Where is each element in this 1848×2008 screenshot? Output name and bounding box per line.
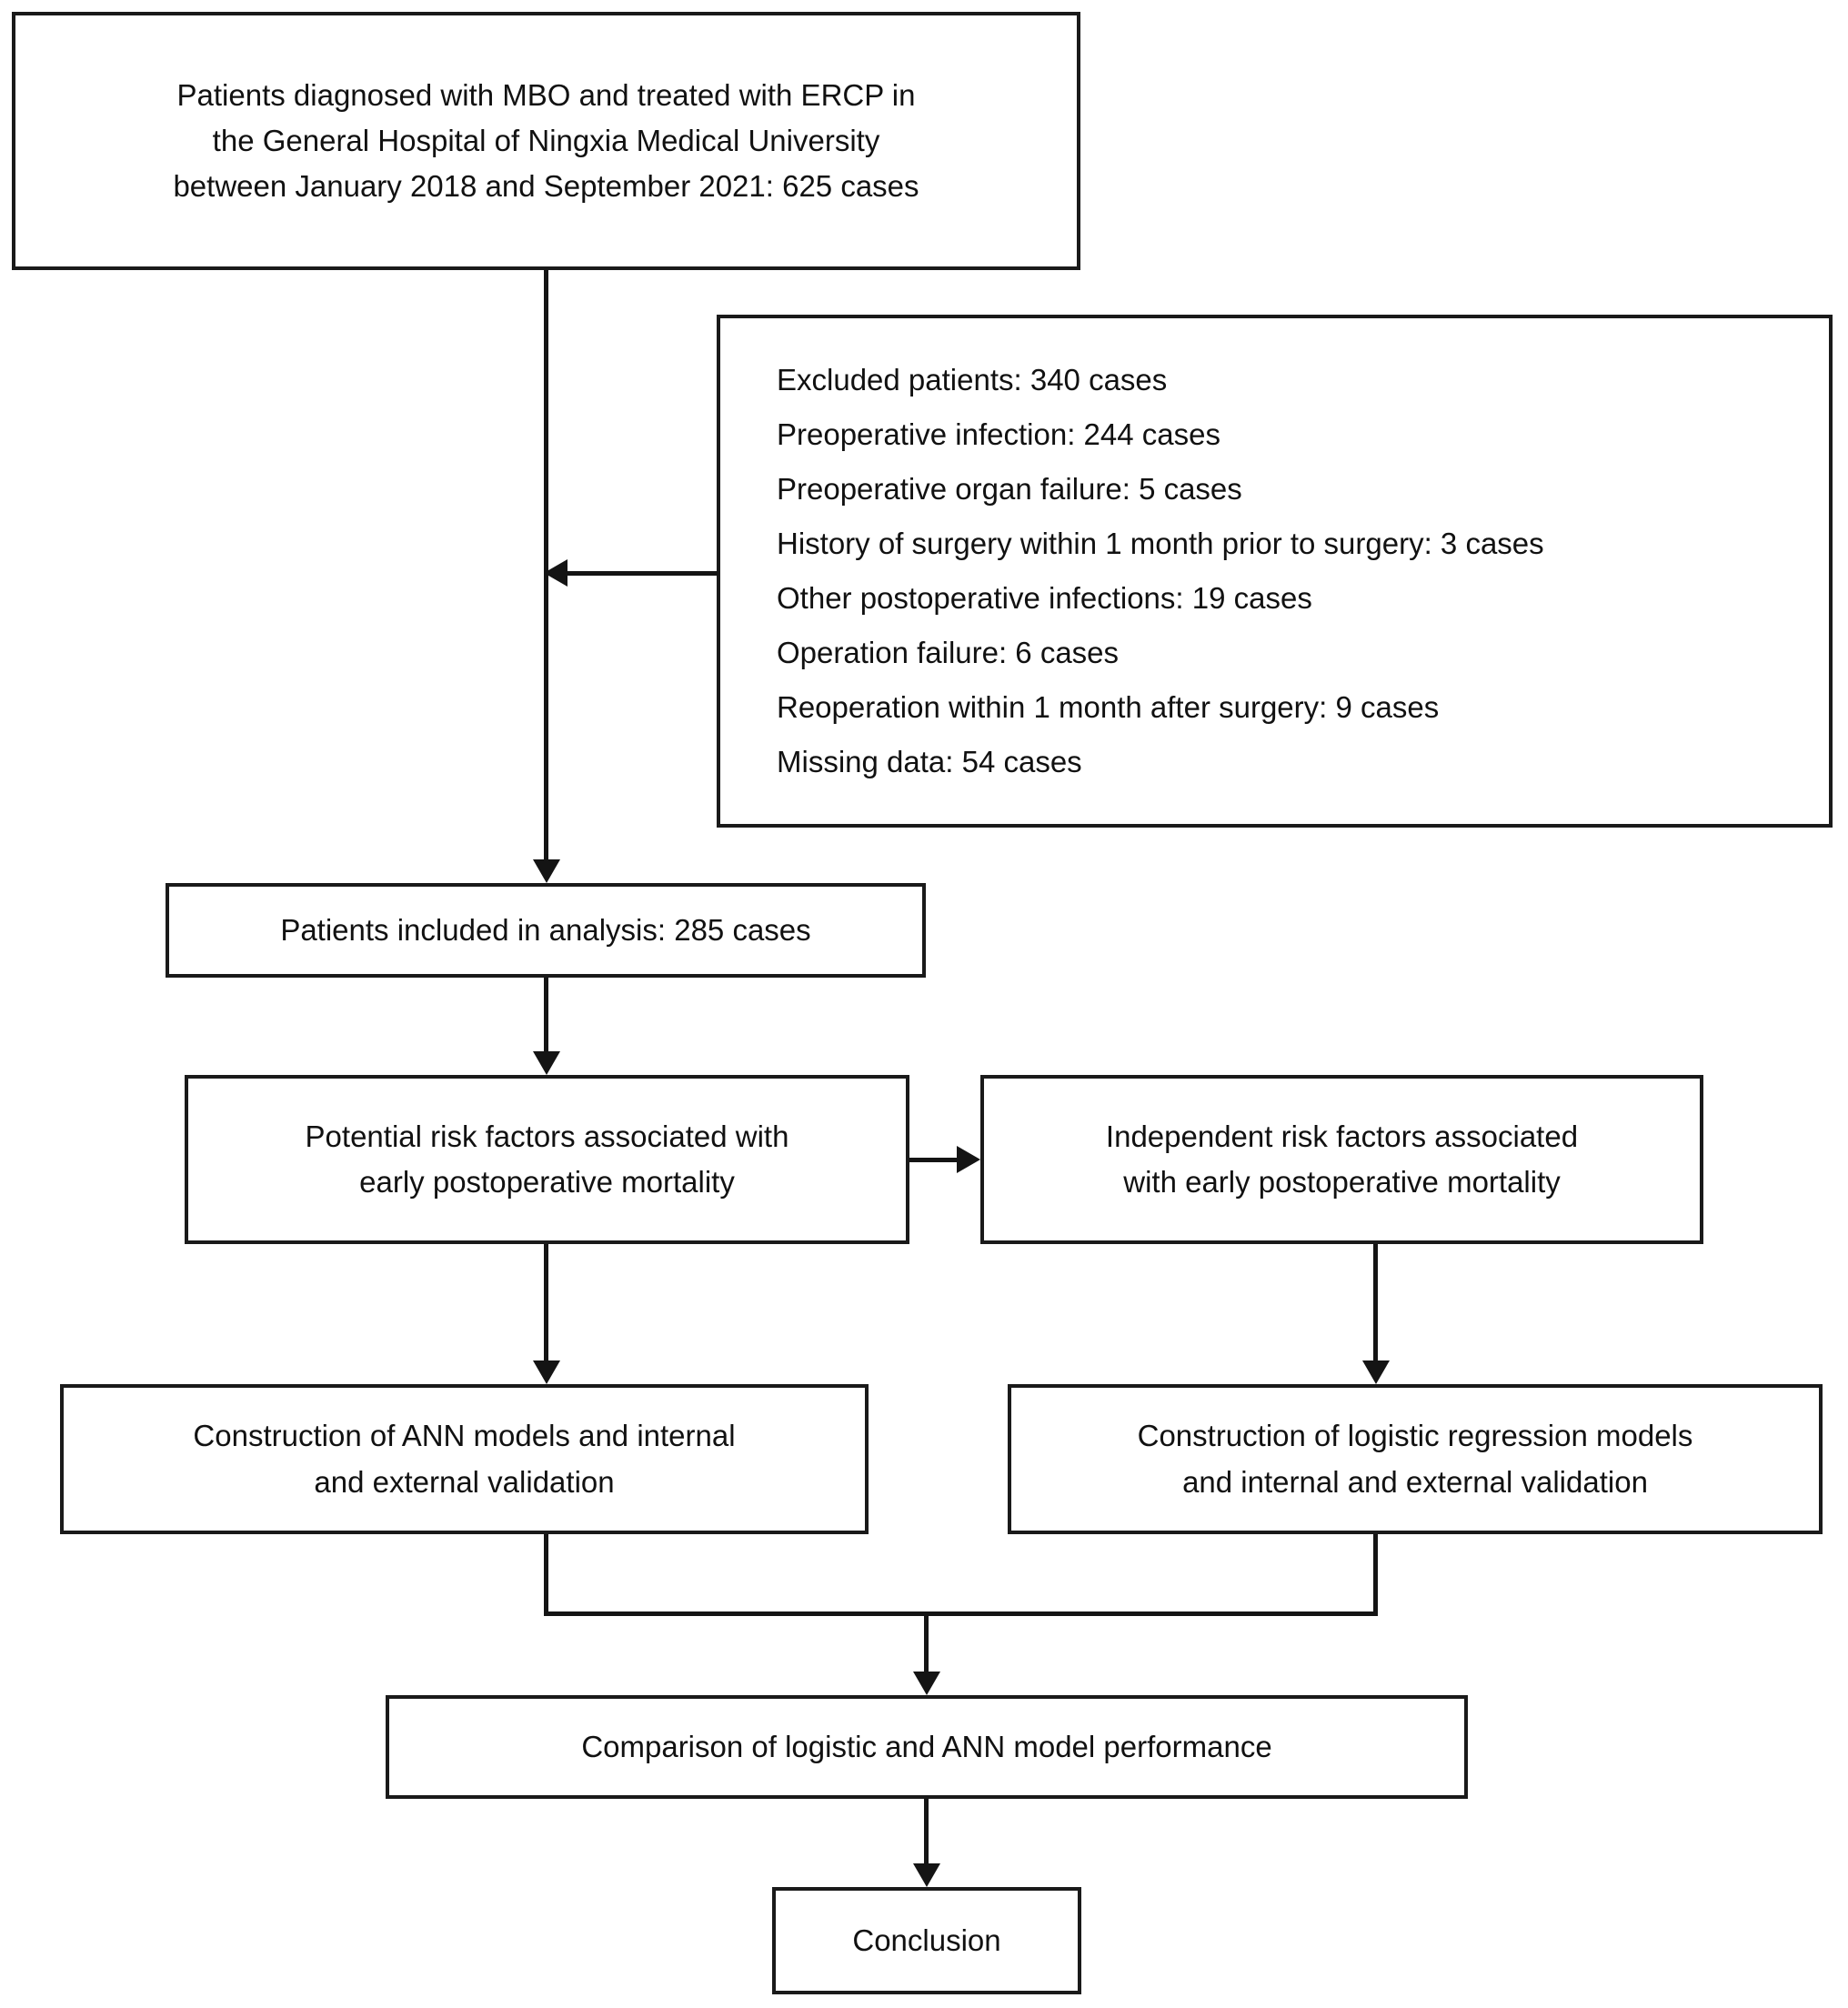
node-logistic-models-line-2: and internal and external validation <box>1182 1464 1648 1499</box>
node-model-comparison-line-1: Comparison of logistic and ANN model per… <box>581 1729 1272 1763</box>
node-excluded-patients-text: Excluded patients: 340 cases Preoperativ… <box>777 353 1816 789</box>
node-patients-included: Patients included in analysis: 285 cases <box>166 883 926 978</box>
edge-comparison-to-conclusion-line <box>924 1799 929 1863</box>
edge-merge-to-comparison-line <box>924 1611 929 1672</box>
node-patients-included-text: Patients included in analysis: 285 cases <box>182 908 909 953</box>
node-conclusion-line-1: Conclusion <box>852 1923 1001 1957</box>
node-conclusion: Conclusion <box>772 1887 1081 1994</box>
exclusion-line-total: Excluded patients: 340 cases <box>777 362 1168 397</box>
exclusion-line-preop-organ-failure: Preoperative organ failure: 5 cases <box>777 471 1242 506</box>
exclusion-line-operation-failure: Operation failure: 6 cases <box>777 636 1120 670</box>
node-logistic-model-construction: Construction of logistic regression mode… <box>1008 1384 1823 1534</box>
node-logistic-model-construction-text: Construction of logistic regression mode… <box>1024 1413 1806 1504</box>
node-potential-risk-factors: Potential risk factors associated with e… <box>185 1075 909 1244</box>
node-independent-risk-line-2: with early postoperative mortality <box>1123 1165 1561 1199</box>
edge-potential-to-ann-line <box>544 1244 548 1360</box>
edge-merge-bar <box>544 1611 1378 1616</box>
node-source-cohort-text: Patients diagnosed with MBO and treated … <box>28 73 1064 209</box>
node-ann-models-line-2: and external validation <box>314 1464 615 1499</box>
edge-ann-to-merge-line <box>544 1534 548 1616</box>
node-patients-included-line-1: Patients included in analysis: 285 cases <box>280 912 811 947</box>
exclusion-line-other-postop-infections: Other postoperative infections: 19 cases <box>777 581 1312 615</box>
edge-potential-to-ann-arrowhead <box>533 1360 560 1384</box>
edge-independent-to-logistic-arrowhead <box>1362 1360 1390 1384</box>
node-conclusion-text: Conclusion <box>788 1918 1065 1963</box>
exclusion-line-preop-infection: Preoperative infection: 244 cases <box>777 417 1220 451</box>
edge-logistic-to-merge-line <box>1373 1534 1378 1616</box>
node-independent-risk-factors-text: Independent risk factors associated with… <box>997 1114 1687 1205</box>
node-ann-model-construction-text: Construction of ANN models and internal … <box>76 1413 852 1504</box>
edge-exclusions-to-spine-line <box>567 571 718 576</box>
node-source-cohort: Patients diagnosed with MBO and treated … <box>12 12 1080 270</box>
node-source-cohort-line-3: between January 2018 and September 2021:… <box>173 169 919 204</box>
edge-merge-to-comparison-arrowhead <box>913 1672 940 1695</box>
edge-exclusions-to-spine-arrowhead <box>544 559 567 587</box>
edge-potential-to-independent-line <box>909 1158 959 1162</box>
exclusion-line-reoperation: Reoperation within 1 month after surgery… <box>777 690 1440 725</box>
node-model-comparison-text: Comparison of logistic and ANN model per… <box>402 1724 1451 1770</box>
edge-independent-to-logistic-line <box>1373 1244 1378 1360</box>
node-source-cohort-line-2: the General Hospital of Ningxia Medical … <box>212 123 880 157</box>
node-source-cohort-line-1: Patients diagnosed with MBO and treated … <box>176 77 916 112</box>
exclusion-line-missing-data: Missing data: 54 cases <box>777 745 1082 779</box>
edge-included-to-potential-arrowhead <box>533 1051 560 1075</box>
edge-source-to-included-arrowhead <box>533 859 560 883</box>
node-potential-risk-line-1: Potential risk factors associated with <box>305 1119 789 1153</box>
edge-potential-to-independent-arrowhead <box>957 1146 980 1173</box>
edge-included-to-potential-line <box>544 978 548 1051</box>
node-model-comparison: Comparison of logistic and ANN model per… <box>386 1695 1468 1799</box>
node-logistic-models-line-1: Construction of logistic regression mode… <box>1137 1419 1693 1453</box>
node-potential-risk-factors-text: Potential risk factors associated with e… <box>201 1114 893 1205</box>
exclusion-line-prior-surgery: History of surgery within 1 month prior … <box>777 526 1544 560</box>
node-potential-risk-line-2: early postoperative mortality <box>359 1165 735 1199</box>
node-ann-models-line-1: Construction of ANN models and internal <box>193 1419 736 1453</box>
node-ann-model-construction: Construction of ANN models and internal … <box>60 1384 869 1534</box>
node-independent-risk-line-1: Independent risk factors associated <box>1105 1119 1579 1153</box>
edge-comparison-to-conclusion-arrowhead <box>913 1863 940 1887</box>
node-independent-risk-factors: Independent risk factors associated with… <box>980 1075 1703 1244</box>
node-excluded-patients: Excluded patients: 340 cases Preoperativ… <box>717 315 1833 828</box>
